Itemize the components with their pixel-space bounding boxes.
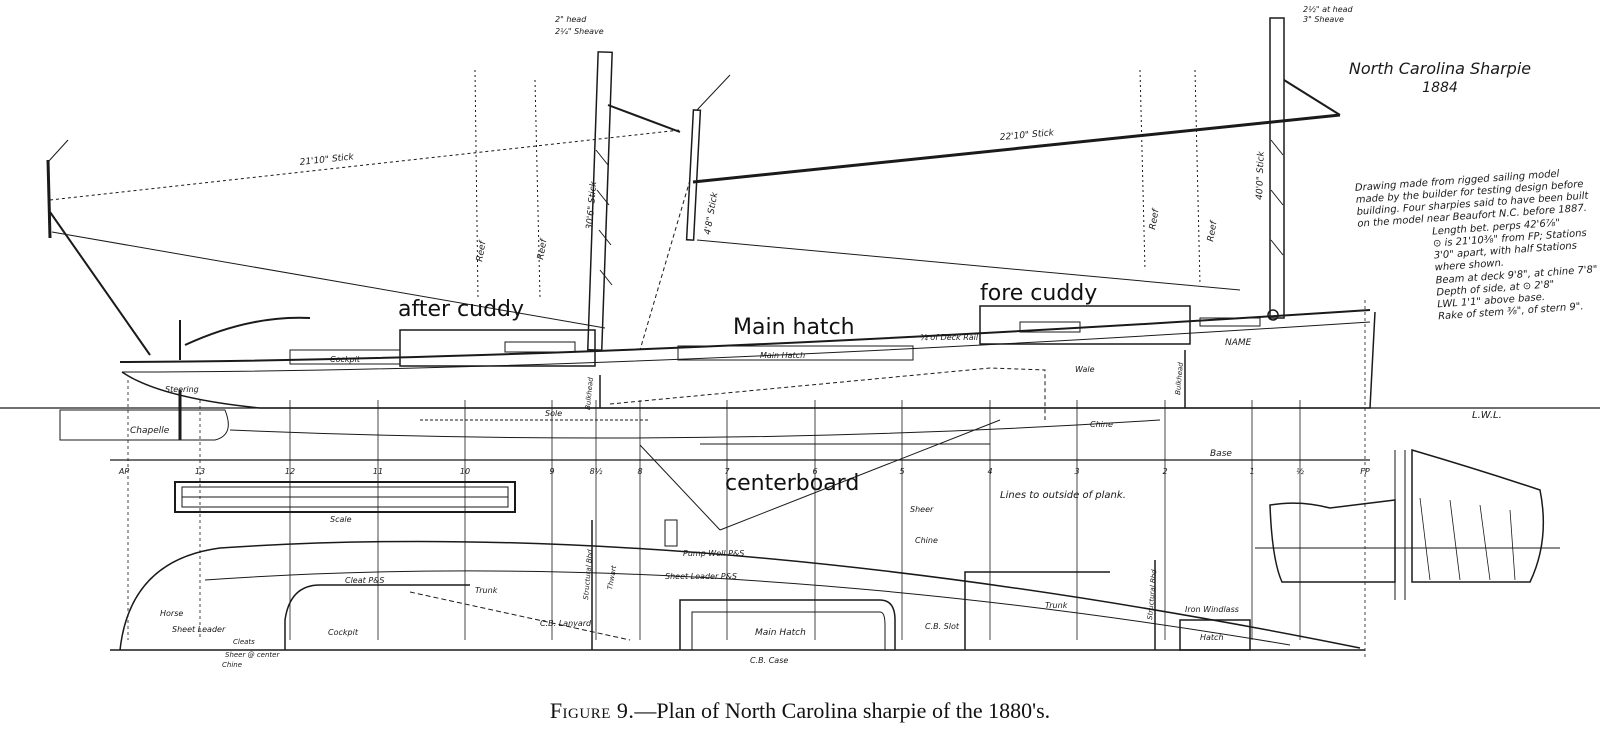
drawing-year: 1884 [1422,80,1458,96]
chine-label: Chine [1090,420,1113,429]
body-plan [1255,448,1560,600]
station-label: FP [1360,467,1370,476]
reef-label: Reef [1148,207,1162,231]
station-label: AP [118,467,129,476]
plan-pump-well-label: Pump Well P&S [683,549,744,558]
plan-trunk-fore-label: Trunk [1045,601,1068,610]
figure-caption: Figure 9.—Plan of North Carolina sharpie… [0,698,1600,724]
drawing-title: North Carolina Sharpie [1349,59,1531,78]
scale-bar [174,481,516,513]
notes-block: Drawing made from rigged sailing model m… [1355,169,1598,323]
sprit-stick-label: 4'8" Stick [703,191,720,236]
plan-cockpit-label: Cockpit [328,628,359,637]
figure-number: Figure 9. [549,698,635,723]
base-label: Base [1210,449,1232,459]
station-label: 7 [724,467,730,476]
after-head-label: 2" head [555,15,587,24]
note-line: where shown. [1434,258,1504,274]
main-hatch-overlay: Main hatch [733,315,855,340]
station-label: 9 [549,467,554,476]
station-label: 12 [285,467,295,476]
station-label: 11 [373,467,383,476]
rail-label: ¾ of Deck Rail [920,333,979,342]
chapelle-label: Chapelle [130,426,170,436]
plan-structural-bhd-fore: Structural Bhd [1146,569,1158,621]
reef-label: Reef [536,237,550,261]
bulkhead-label: Bulkhead [1174,361,1185,395]
main-stick-label: 22'10" Stick [999,128,1055,143]
fore-mast-stick-label: 40'0" Stick [1255,150,1267,200]
deck-plan [110,519,1365,651]
station-label: 4 [987,467,992,476]
plan-trunk-aft-label: Trunk [475,586,498,595]
fore-head-label: 2½" at head [1303,5,1354,14]
fore-cuddy-overlay: fore cuddy [980,281,1097,306]
plan-sheet-leader-label: Sheet Leader [172,625,226,634]
centerboard-overlay: centerboard [725,471,859,496]
station-label: 6 [812,467,817,476]
after-mast-stick-label: 30'6" Stick [585,180,599,230]
plan-cb-case-label: C.B. Case [750,656,788,665]
figure-caption-text: —Plan of North Carolina sharpie of the 1… [634,698,1051,723]
station-label: 8½ [590,467,603,476]
plan-sheet-leader-ps-label: Sheet Leader P&S [665,572,737,581]
station-label: 2 [1162,467,1167,476]
station-ticks [127,300,1366,660]
plan-thwart-label: Thwart [606,565,618,591]
station-label: 10 [460,467,470,476]
bulkhead-label: Bulkhead [584,376,595,410]
sole-label: Sole [545,409,562,418]
plan-iron-windlass-label: Iron Windlass [1185,605,1239,614]
cockpit-label: Cockpit [330,355,361,364]
plan-horse-label: Horse [160,609,183,618]
station-label: ½ [1296,467,1304,476]
mizzen-stick-label: 21'10" Stick [299,152,355,168]
wale-label: Wale [1075,365,1095,374]
sail-plan [46,17,1341,356]
steering-label: Steering [165,385,199,394]
hull-profile [59,305,1376,531]
name-label: NAME [1225,338,1252,348]
reef-label: Reef [1206,219,1220,243]
lines-note: Lines to outside of plank. [1000,490,1126,501]
lwl-label: L.W.L. [1472,410,1502,421]
station-label: 13 [195,467,205,476]
main-hatch-small-label: Main Hatch [760,351,805,360]
fore-sheave-label: 3" Sheave [1303,15,1344,24]
after-sheave-label: 2¼" Sheave [555,27,604,36]
plan-main-hatch-label: Main Hatch [755,628,806,638]
plan-chine-small-label: Chine [222,661,242,669]
plan-chine-label: Chine [915,536,938,545]
plan-cb-slot-label: C.B. Slot [925,622,960,631]
station-numbers: AP 13 12 11 10 9 8½ 8 7 6 5 4 3 2 1 ½ FP [118,467,1370,476]
reef-label: Reef [475,239,489,263]
plan-hatch-label: Hatch [1200,633,1224,642]
plan-cleat-label: Cleat P&S [345,576,384,585]
scale-label: Scale [330,515,352,524]
plan-sheer-label: Sheer [910,505,934,514]
plan-sheer-center-label: Sheer @ center [225,651,280,659]
station-label: 3 [1074,467,1079,476]
station-label: 1 [1249,467,1254,476]
plan-cb-lanyard-label: C.B. Lanyard [540,619,592,628]
plan-cleats-label: Cleats [233,638,255,646]
station-label: 8 [637,467,642,476]
station-label: 5 [899,467,904,476]
after-cuddy-overlay: after cuddy [398,297,524,322]
